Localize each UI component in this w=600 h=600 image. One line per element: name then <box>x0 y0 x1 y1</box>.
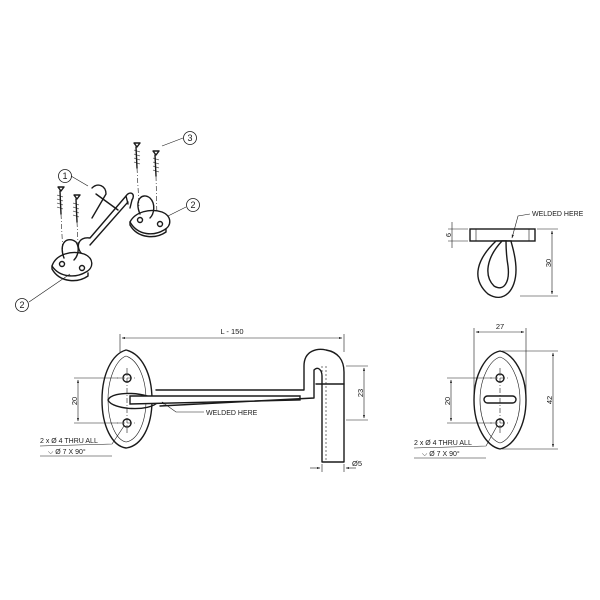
plate-slot <box>483 395 517 404</box>
svg-text:2: 2 <box>190 200 195 210</box>
svg-text:2: 2 <box>19 300 24 310</box>
front-dim-wire: Ø5 <box>352 459 362 468</box>
front-dim-hook-drop: 23 <box>356 389 365 397</box>
side-dim-plate: 6 <box>444 233 453 237</box>
svg-text:3: 3 <box>187 133 192 143</box>
balloon-part-2-lower: 2 <box>15 273 71 312</box>
front-dim-length: L - 150 <box>220 327 243 336</box>
plate-view: 27 20 42 2 x Ø 4 THRU ALL ⌵ Ø 7 X 90° <box>413 322 558 459</box>
svg-text:1: 1 <box>62 171 67 181</box>
plate-dim-height: 42 <box>545 396 554 404</box>
side-dim-height: 30 <box>544 259 553 267</box>
screw-upper-left <box>133 142 141 207</box>
isometric-assembly-view: 1 3 2 2 <box>15 131 200 312</box>
front-welded-note: WELDED HERE <box>206 410 258 417</box>
eye-plate-lower <box>51 239 93 282</box>
balloon-part-1: 1 <box>58 169 89 187</box>
eye-plate-upper <box>129 195 171 238</box>
plate-dim-hole-spacing: 20 <box>443 397 452 405</box>
plate-hole-callout-1: 2 x Ø 4 THRU ALL <box>414 440 472 447</box>
front-view-assembly: WELDED HERE L - 150 20 23 Ø5 2 x Ø 4 THR… <box>39 327 368 472</box>
front-hook-bar <box>129 348 345 463</box>
balloon-part-2-upper: 2 <box>167 198 200 217</box>
hook-bar <box>77 184 135 257</box>
front-dim-hole-spacing: 20 <box>70 397 79 405</box>
front-hole-callout-2: ⌵ Ø 7 X 90° <box>48 448 86 456</box>
balloon-part-3: 3 <box>161 131 197 147</box>
front-hole-callout-1: 2 x Ø 4 THRU ALL <box>40 438 98 445</box>
screw-upper-right <box>152 150 160 219</box>
side-plate <box>469 228 536 242</box>
side-view-eye: WELDED HERE 6 30 <box>444 211 584 298</box>
screw-lower-left <box>56 186 65 257</box>
side-welded-note: WELDED HERE <box>532 211 584 218</box>
plate-dim-width: 27 <box>496 322 504 331</box>
plate-hole-callout-2: ⌵ Ø 7 X 90° <box>422 450 460 458</box>
